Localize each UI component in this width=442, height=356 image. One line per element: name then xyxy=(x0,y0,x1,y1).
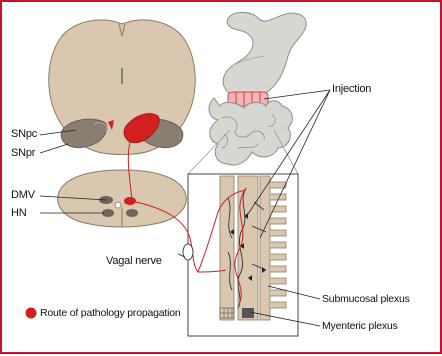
legend-label: Route of pathology propagation xyxy=(40,307,181,319)
label-hn: HN xyxy=(11,207,27,219)
gut-illustration xyxy=(209,12,306,165)
label-submucosal-plexus: Submucosal plexus xyxy=(322,293,410,305)
legend-marker xyxy=(26,308,37,319)
midbrain-section xyxy=(49,20,195,155)
label-snpc: SNpc xyxy=(11,128,37,140)
label-myenteric-plexus: Myenteric plexus xyxy=(322,320,398,332)
label-snpr: SNpr xyxy=(11,147,35,159)
label-vagal-nerve: Vagal nerve xyxy=(106,255,162,267)
label-dmv: DMV xyxy=(11,189,35,201)
label-injection: Injection xyxy=(332,83,371,95)
vagal-nerve-cut-marker xyxy=(183,244,193,260)
